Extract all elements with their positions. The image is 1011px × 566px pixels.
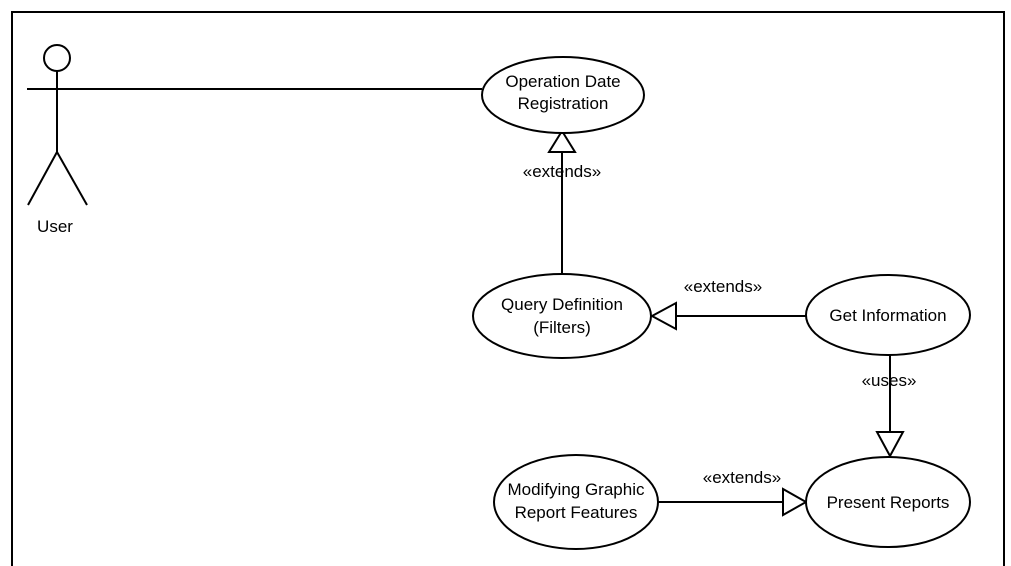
use-case-label: Get Information <box>829 306 946 325</box>
relation-query-extends-operation-arrowhead <box>547 129 577 153</box>
use-case-ellipse <box>481 56 645 134</box>
actor-user: User <box>27 44 88 236</box>
use-case-present-reports: Present Reports <box>805 456 971 548</box>
use-case-ellipse <box>472 273 652 359</box>
relation-getinfo-uses-present-label: «uses» <box>862 371 917 390</box>
use-case-ellipse <box>805 456 971 548</box>
use-case-label: Present Reports <box>827 493 950 512</box>
use-case-query-definition: Query Definition (Filters) <box>472 273 652 359</box>
use-case-modifying-graphic-report-features: Modifying Graphic Report Features <box>493 454 659 550</box>
diagram-frame <box>11 11 1005 566</box>
relation-getinfo-uses-present-arrowhead <box>875 431 905 459</box>
actor-left-leg <box>27 151 58 206</box>
use-case-operation-date-registration: Operation Date Registration <box>481 56 645 134</box>
actor-head <box>43 44 71 72</box>
use-case-label-line2: Report Features <box>515 503 638 522</box>
relation-query-extends-operation-label: «extends» <box>523 162 601 181</box>
actor-label: User <box>37 217 73 236</box>
use-case-label-line2: (Filters) <box>533 318 591 337</box>
relation-modifying-extends-present-label: «extends» <box>703 468 781 487</box>
use-case-label-line1: Operation Date <box>505 72 620 91</box>
use-case-ellipse <box>493 454 659 550</box>
relation-getinfo-extends-query-label: «extends» <box>684 277 762 296</box>
relation-getinfo-extends-query-arrowhead <box>649 301 677 331</box>
use-case-get-information: Get Information <box>805 274 971 356</box>
relation-modifying-extends-present-arrowhead <box>782 487 809 517</box>
use-case-label-line2: Registration <box>518 94 609 113</box>
use-case-ellipse <box>805 274 971 356</box>
actor-right-leg <box>56 151 88 206</box>
use-case-label-line1: Modifying Graphic <box>507 480 645 499</box>
use-case-label-line1: Query Definition <box>501 295 623 314</box>
